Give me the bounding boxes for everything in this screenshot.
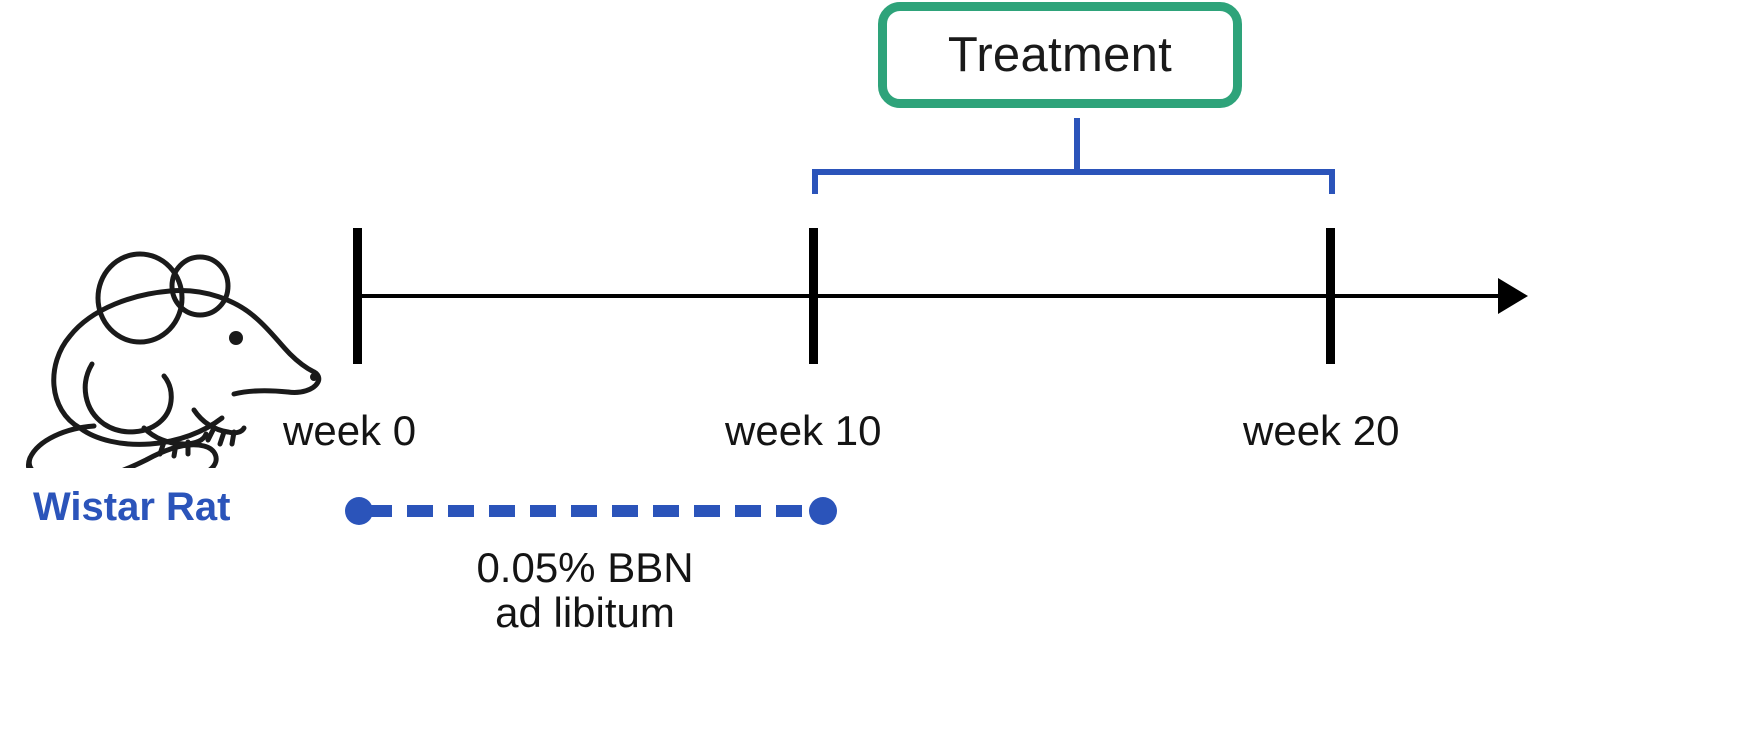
species-label: Wistar Rat [33, 485, 231, 529]
tick-week-10 [809, 228, 818, 364]
bbn-caption-line-1: 0.05% BBN [476, 544, 694, 591]
bracket-tick-left [812, 169, 818, 194]
timeline-axis [358, 294, 1510, 298]
bbn-interval-end-marker [809, 497, 837, 525]
tick-week-0 [353, 228, 362, 364]
tick-label-week-10: week 10 [725, 407, 882, 454]
bbn-caption-line-2: ad libitum [495, 589, 675, 637]
treatment-label: Treatment [947, 27, 1173, 82]
bbn-caption: 0.05% BBN ad libitum [455, 545, 715, 636]
tick-label-week-20: week 20 [1243, 407, 1400, 454]
bbn-interval-start-marker [345, 497, 373, 525]
bracket-horizontal-line [812, 169, 1335, 175]
bracket-tick-right [1329, 169, 1335, 194]
bbn-dashed-interval [366, 505, 822, 517]
tick-week-20 [1326, 228, 1335, 364]
treatment-box: Treatment [878, 2, 1242, 108]
tick-label-week-0: week 0 [283, 407, 417, 454]
bracket-stem [1074, 118, 1080, 174]
timeline-arrow-icon [1498, 278, 1528, 314]
